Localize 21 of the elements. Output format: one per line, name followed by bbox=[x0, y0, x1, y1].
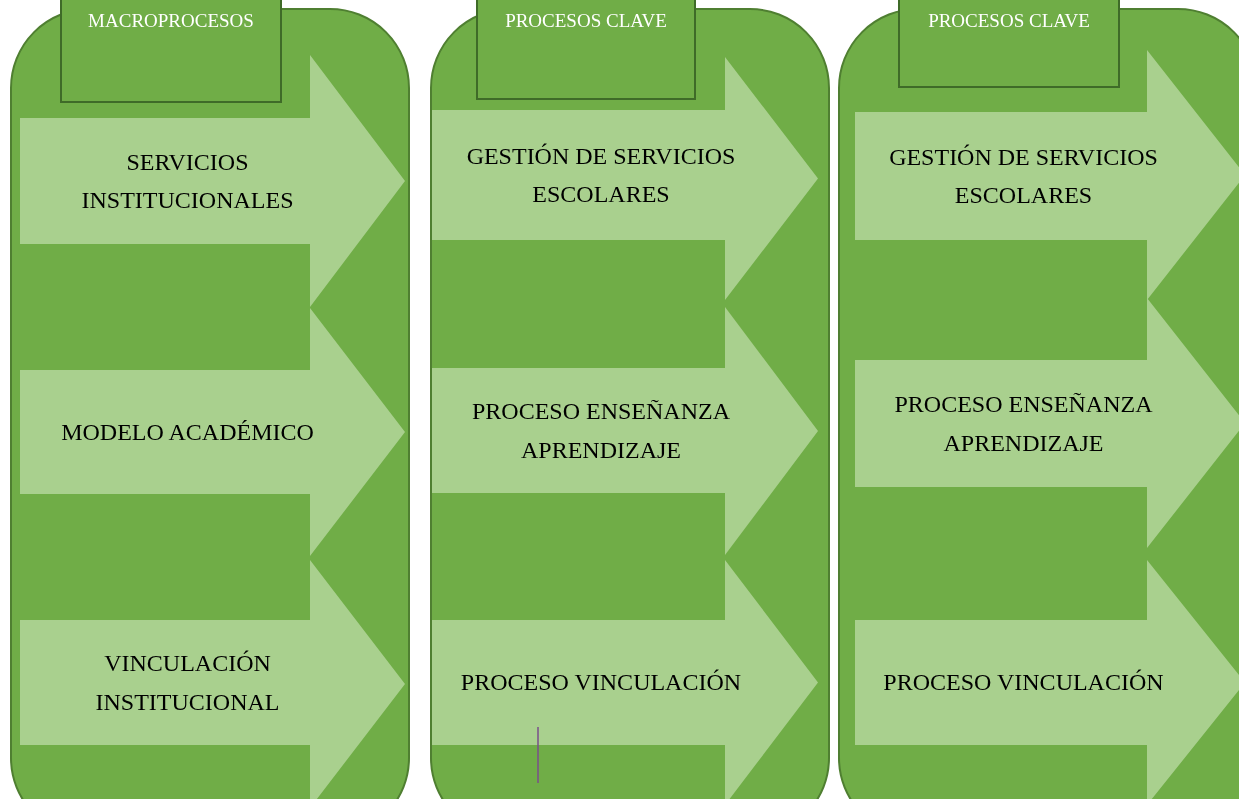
process-shape bbox=[20, 55, 405, 307]
process-shape bbox=[432, 307, 818, 555]
process-shape bbox=[20, 560, 405, 799]
process-label: PROCESO ENSEÑANZA APRENDIZAJE bbox=[893, 390, 1154, 458]
column-header-box: PROCESOS CLAVE bbox=[898, 0, 1120, 88]
process-label: GESTIÓN DE SERVICIOS ESCOLARES bbox=[888, 142, 1159, 210]
process-label: PROCESO ENSEÑANZA APRENDIZAJE bbox=[471, 397, 731, 465]
process-label: SERVICIOS INSTITUCIONALES bbox=[80, 147, 295, 215]
process-label: VINCULACIÓN INSTITUCIONAL bbox=[94, 649, 281, 717]
process-shape bbox=[855, 50, 1239, 300]
process-label: MODELO ACADÉMICO bbox=[61, 417, 314, 447]
process-shape bbox=[432, 57, 818, 300]
process-label: GESTIÓN DE SERVICIOS ESCOLARES bbox=[465, 141, 737, 209]
process-label: PROCESO VINCULACIÓN bbox=[460, 668, 742, 698]
column-header-box: MACROPROCESOS bbox=[60, 0, 282, 103]
process-shape bbox=[20, 308, 405, 556]
process-shape bbox=[855, 298, 1239, 548]
process-shape bbox=[432, 560, 818, 799]
process-shape bbox=[855, 560, 1239, 799]
process-label: PROCESO VINCULACIÓN bbox=[883, 668, 1164, 698]
column-header-box: PROCESOS CLAVE bbox=[476, 0, 696, 100]
